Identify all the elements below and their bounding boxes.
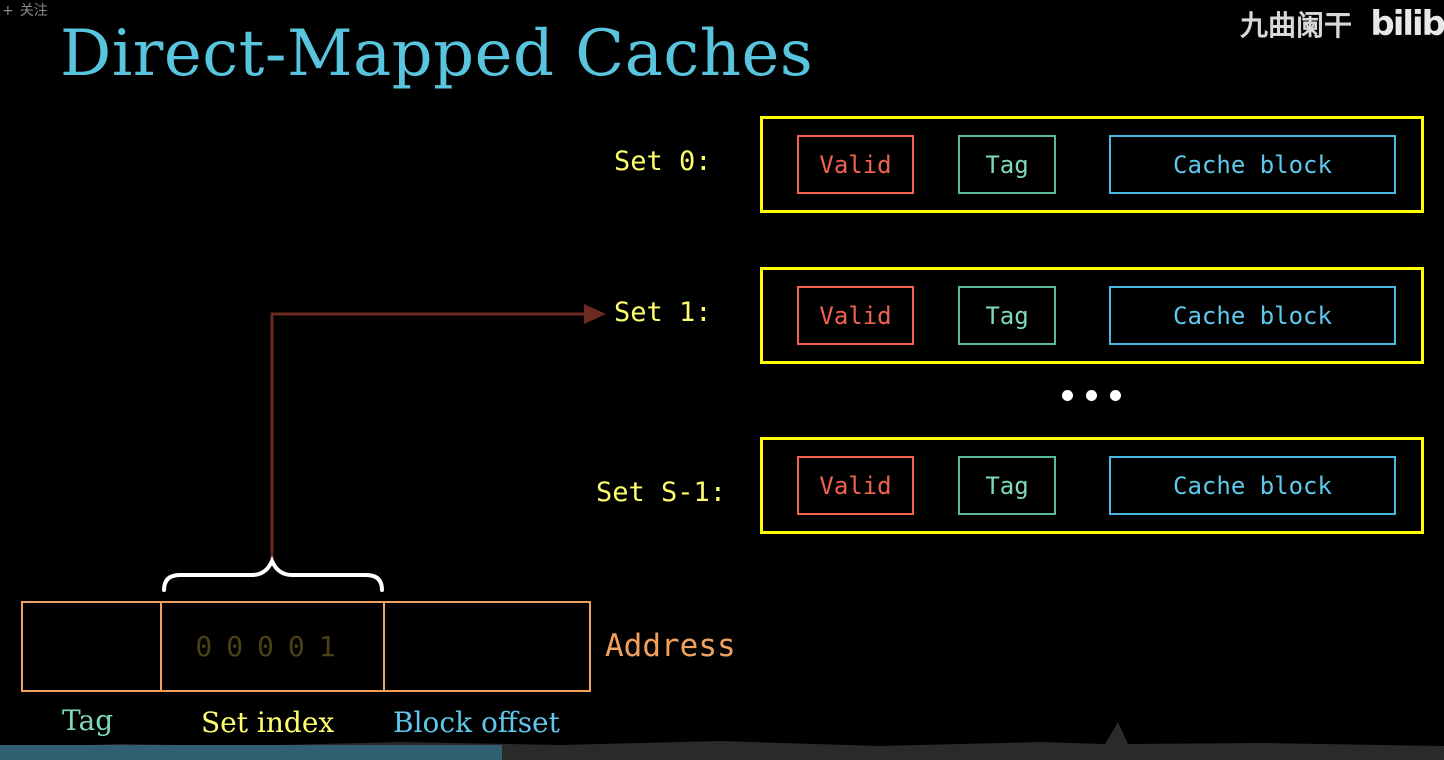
set-1-tag-field: Tag [958,286,1056,345]
set-1-row [760,267,1424,364]
slide-title: Direct-Mapped Caches [60,17,814,91]
set-0-valid-field: Valid [797,135,914,194]
set-last-tag-field: Tag [958,456,1056,515]
set-index-brace [162,555,384,592]
set-1-label: Set 1: [614,297,712,328]
set-0-label: Set 0: [614,146,712,177]
arrow-head [584,304,606,324]
set-last-row [760,437,1424,534]
address-label: Address [605,628,736,664]
set-0-tag-field: Tag [958,135,1056,194]
set-last-cache-block-field: Cache block [1109,456,1396,515]
follow-label: 关注 [19,3,48,19]
ellipsis-dot [1062,390,1073,401]
follow-button[interactable]: + 关注 [2,0,48,20]
address-tag-cell [21,601,162,692]
set-last-valid-field: Valid [797,456,914,515]
plus-icon: + [2,3,14,19]
set-0-row [760,116,1424,213]
set-1-valid-field: Valid [797,286,914,345]
ellipsis-dot [1086,390,1097,401]
bilibili-logo: bilib [1370,4,1444,44]
set-0-cache-block-field: Cache block [1109,135,1396,194]
set-index-field-label: Set index [201,706,335,739]
address-block-offset-cell [383,601,591,692]
set-last-label: Set S-1: [596,477,727,508]
address-set-index-cell: 00001 [160,601,385,692]
playback-progress-bar [0,745,502,760]
set-1-cache-block-field: Cache block [1109,286,1396,345]
watermark-channel-name: 九曲阑干 [1239,9,1352,42]
ellipsis-dot [1110,390,1121,401]
block-offset-field-label: Block offset [393,706,560,739]
set-index-arrow [270,312,588,560]
tag-field-label: Tag [62,704,114,737]
